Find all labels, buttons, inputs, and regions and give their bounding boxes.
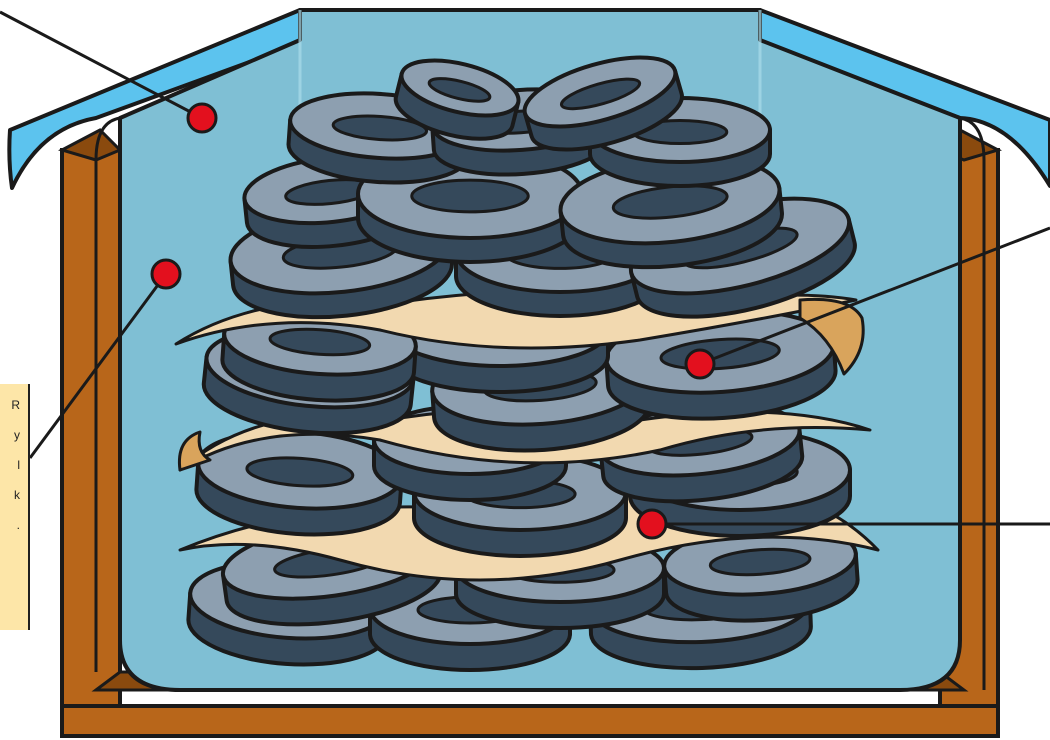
- marker-liner-wall: [152, 260, 180, 288]
- side-note-char: y: [11, 428, 20, 442]
- side-note-char: k: [11, 488, 20, 502]
- clipped-side-note: R y l k .: [0, 384, 30, 630]
- side-note-char: .: [11, 518, 20, 532]
- side-note-characters: R y l k .: [11, 398, 20, 532]
- crate-base: [62, 706, 998, 736]
- marker-paper-upper: [686, 350, 714, 378]
- crate-left-post: [62, 150, 120, 710]
- side-note-char: l: [11, 458, 20, 472]
- side-note-char: R: [11, 398, 20, 412]
- marker-liner-fold: [188, 104, 216, 132]
- marker-paper-lower: [638, 510, 666, 538]
